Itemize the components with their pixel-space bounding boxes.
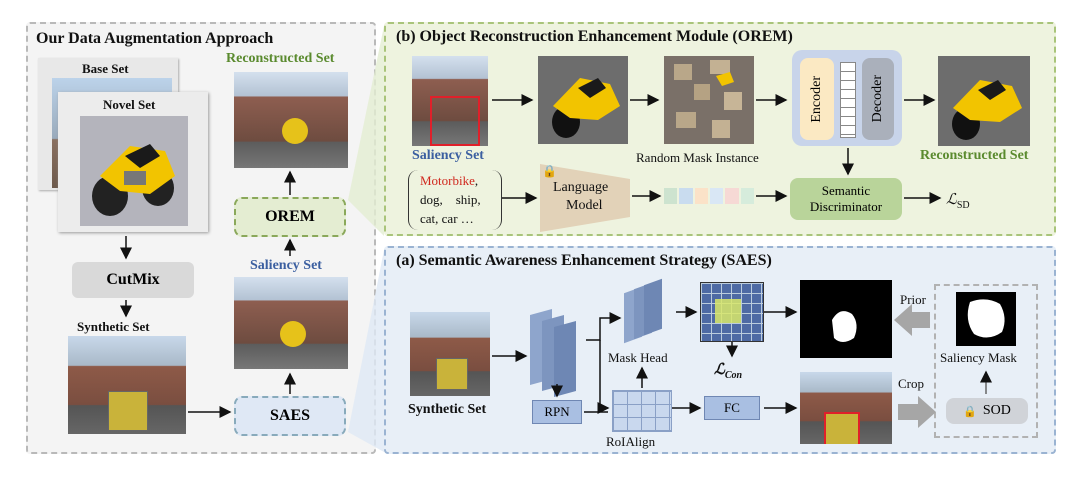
orem-reconstructed-label: Reconstructed Set	[920, 148, 1029, 163]
class-motorbike: Motorbike	[420, 173, 475, 188]
synthetic-set-label-left: Synthetic Set	[77, 319, 150, 334]
saes-panel-title: (a) Semantic Awareness Enhancement Strat…	[396, 252, 772, 269]
orem-box: OREM	[234, 197, 346, 237]
saliency-mask-label: Saliency Mask	[940, 350, 1017, 365]
saliency-set-image-left	[234, 277, 348, 369]
lock-icon-sod: 🔒	[963, 405, 977, 418]
rpn-box: RPN	[532, 400, 582, 424]
synthetic-set-image	[68, 336, 186, 434]
loss-sd: ℒSD	[946, 192, 970, 211]
mask-head-label: Mask Head	[608, 350, 668, 365]
saliency-set-label-left: Saliency Set	[250, 258, 322, 273]
encoder-box: Encoder	[800, 58, 834, 140]
saes-synthetic-image	[410, 312, 490, 396]
semantic-disc-label-2: Discriminator	[809, 199, 883, 214]
semantic-discriminator-box: Semantic Discriminator	[790, 178, 902, 220]
reconstructed-set-image-left	[234, 72, 348, 168]
fc-box: FC	[704, 396, 760, 420]
crop-image	[800, 372, 892, 444]
reconstructed-set-label-left: Reconstructed Set	[226, 51, 335, 66]
prior-mask-image	[800, 280, 892, 358]
object-bbox	[430, 96, 480, 146]
loss-con: ℒCon	[714, 362, 743, 381]
sod-label: SOD	[982, 403, 1011, 418]
language-model-label-1: Language	[553, 180, 609, 195]
text-embedding	[664, 188, 754, 204]
left-panel-title: Our Data Augmentation Approach	[36, 30, 274, 47]
orem-saliency-label: Saliency Set	[412, 148, 484, 163]
class-list-line1: Motorbike,	[420, 173, 479, 188]
roialign-label: RoIAlign	[606, 434, 656, 449]
roialign-cube	[612, 390, 672, 432]
saliency-mask-image	[956, 292, 1016, 346]
saes-box: SAES	[234, 396, 346, 436]
prior-label: Prior	[900, 292, 926, 307]
lock-icon-lm: 🔒	[542, 164, 557, 178]
cutmix-box: CutMix	[72, 262, 194, 298]
orem-panel-title: (b) Object Reconstruction Enhancement Mo…	[396, 28, 793, 45]
latent-vector	[840, 62, 856, 138]
class-list-line3: cat, car …	[420, 211, 474, 226]
language-model-label-2: Model	[566, 198, 603, 213]
sod-container	[934, 284, 1038, 438]
base-set-label: Base Set	[82, 61, 129, 76]
semantic-disc-label-1: Semantic	[821, 183, 871, 198]
motorbike-image	[80, 116, 188, 226]
crop-bbox	[824, 412, 860, 444]
random-mask-image	[664, 56, 754, 144]
novel-set-card	[58, 92, 208, 232]
class-list-line2: dog, ship,	[420, 192, 481, 207]
decoder-box: Decoder	[862, 58, 894, 140]
orem-reconstructed-image	[938, 56, 1030, 146]
orem-saliency-image	[412, 56, 488, 146]
mask-prediction-grid	[700, 282, 764, 342]
sod-box: 🔒 SOD	[946, 398, 1028, 424]
saes-synthetic-label: Synthetic Set	[408, 402, 487, 417]
novel-set-label: Novel Set	[103, 97, 156, 112]
class-list-box	[408, 170, 502, 230]
random-mask-label: Random Mask Instance	[636, 150, 759, 165]
crop-label: Crop	[898, 376, 924, 391]
cropped-instance-image	[538, 56, 628, 144]
